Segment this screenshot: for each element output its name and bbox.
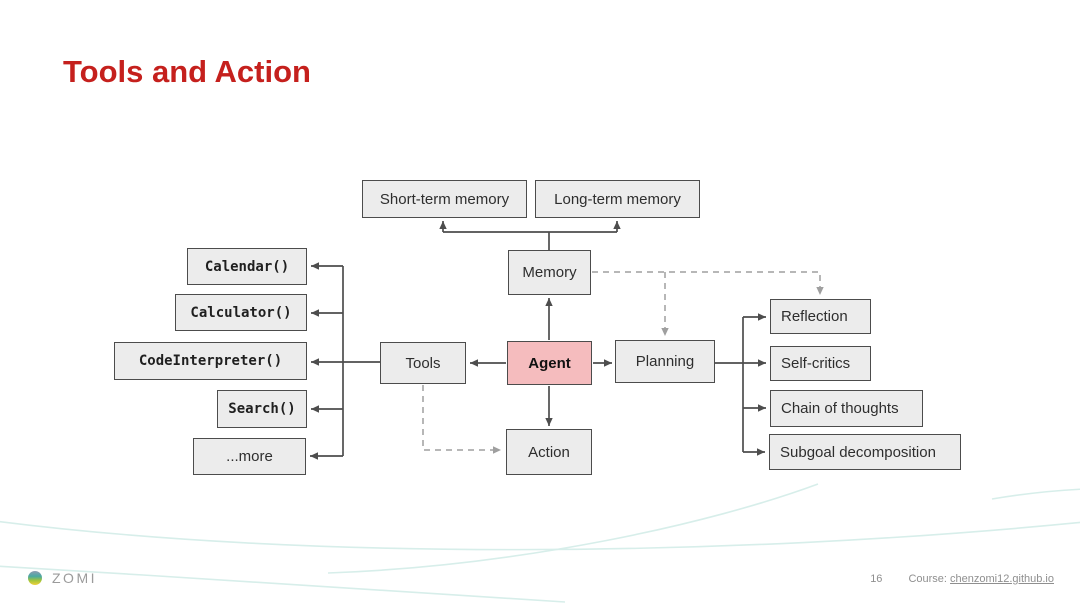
diagram-node-planning: Planning (615, 340, 715, 383)
brand-name: ZOMI (52, 570, 97, 586)
diagram-node-subgoal-decomposition: Subgoal decomposition (769, 434, 961, 470)
diagram-node-codeinterpreter-tool: CodeInterpreter() (114, 342, 307, 380)
slide-title: Tools and Action (63, 54, 311, 89)
diagram-node-more-tools: ...more (193, 438, 306, 475)
course-credit: Course: chenzomi12.github.io (908, 573, 1054, 585)
diagram-node-reflection: Reflection (770, 299, 871, 334)
diagram-node-agent: Agent (507, 341, 592, 385)
diagram-node-search-tool: Search() (217, 390, 307, 428)
diagram-node-self-critics: Self-critics (770, 346, 871, 381)
diagram-node-calculator-tool: Calculator() (175, 294, 307, 331)
diagram-node-tools: Tools (380, 342, 466, 384)
course-label: Course: (908, 573, 947, 585)
diagram-node-memory: Memory (508, 250, 591, 295)
page-number: 16 (870, 573, 883, 585)
diagram-node-calendar-tool: Calendar() (187, 248, 307, 285)
zomi-logo-icon (28, 571, 42, 585)
footer-brand: ZOMI (28, 570, 97, 586)
diagram-node-chain-of-thoughts: Chain of thoughts (770, 390, 923, 427)
diagram-node-short-term-memory: Short-term memory (362, 180, 527, 218)
diagram-node-action: Action (506, 429, 592, 475)
diagram-node-long-term-memory: Long-term memory (535, 180, 700, 218)
footer-meta: 16 Course: chenzomi12.github.io (870, 573, 1054, 585)
course-link[interactable]: chenzomi12.github.io (950, 573, 1054, 585)
